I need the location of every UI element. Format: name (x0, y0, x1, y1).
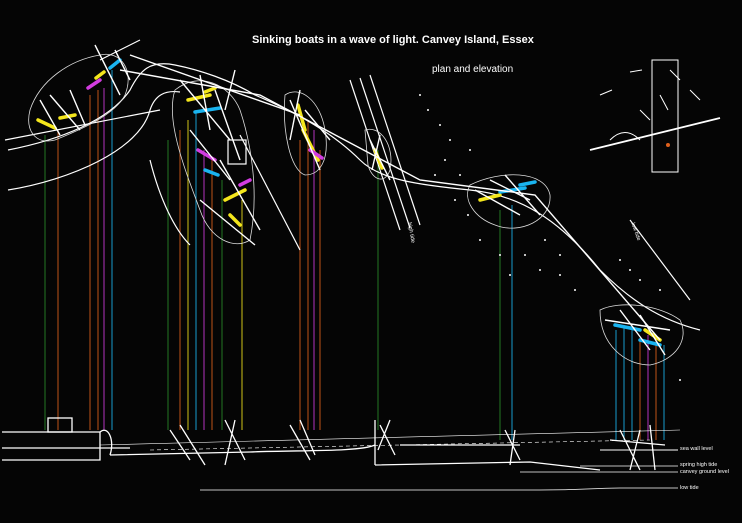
canvey-ground-level-label: canvey ground level (680, 469, 729, 475)
elevation-section (2, 417, 681, 491)
projection-lines (44, 70, 665, 440)
spring-high-tide-label: spring high tide (680, 462, 718, 468)
boat-cluster-lights (36, 58, 662, 347)
boat-cluster-outlines (28, 53, 684, 366)
location-inset-map (589, 59, 721, 173)
boat-cluster-strokes (39, 44, 671, 356)
diagram-title: Sinking boats in a wave of light. Canvey… (252, 34, 534, 46)
low-tide-label: low tide (680, 485, 699, 491)
water-light-dots (419, 94, 681, 381)
sea-wall-level-label: sea wall level (680, 446, 713, 452)
plan-outlines (4, 39, 701, 331)
diagram-subtitle: plan and elevation (432, 64, 514, 75)
